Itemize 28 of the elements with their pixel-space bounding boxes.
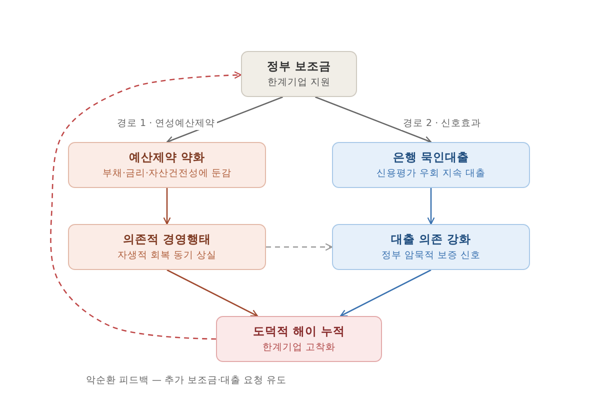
process-box	[216, 316, 382, 362]
dashed-arrow	[50, 71, 242, 340]
process-box	[332, 224, 530, 270]
arrow	[427, 188, 435, 225]
box-title: 도덕적 해이 누적	[252, 324, 345, 338]
box-subtitle: 한계기업 지원	[267, 76, 331, 90]
box-subtitle: 자생적 회복 동기 상실	[117, 248, 217, 262]
box-title: 의존적 경영행태	[122, 232, 211, 246]
arrow	[340, 269, 432, 317]
box-subtitle: 한계기업 고착화	[262, 340, 336, 354]
process-box	[332, 142, 530, 188]
arrow	[163, 188, 171, 225]
box-subtitle: 신용평가 우회 지속 대출	[376, 166, 486, 180]
process-box	[68, 224, 266, 270]
process-box	[68, 142, 266, 188]
box-subtitle: 부채·금리·자산건전성에 둔감	[102, 166, 232, 180]
box-title: 대출 의존 강화	[390, 232, 471, 246]
edge-label: 경로 2 · 신호효과	[401, 117, 484, 130]
box-subtitle: 정부 암묵적 보증 신호	[381, 248, 481, 262]
box-title: 예산제약 약화	[128, 150, 205, 164]
box-title: 은행 묵인대출	[392, 150, 469, 164]
caption: 악순환 피드백 — 추가 보조금·대출 요청 유도	[86, 374, 287, 387]
edge-label: 경로 1 · 연성예산제약	[115, 117, 218, 130]
arrow	[315, 96, 432, 144]
dashed-arrow	[266, 243, 333, 251]
box-title: 정부 보조금	[266, 58, 331, 74]
arrow	[166, 269, 258, 317]
process-box	[241, 51, 357, 97]
